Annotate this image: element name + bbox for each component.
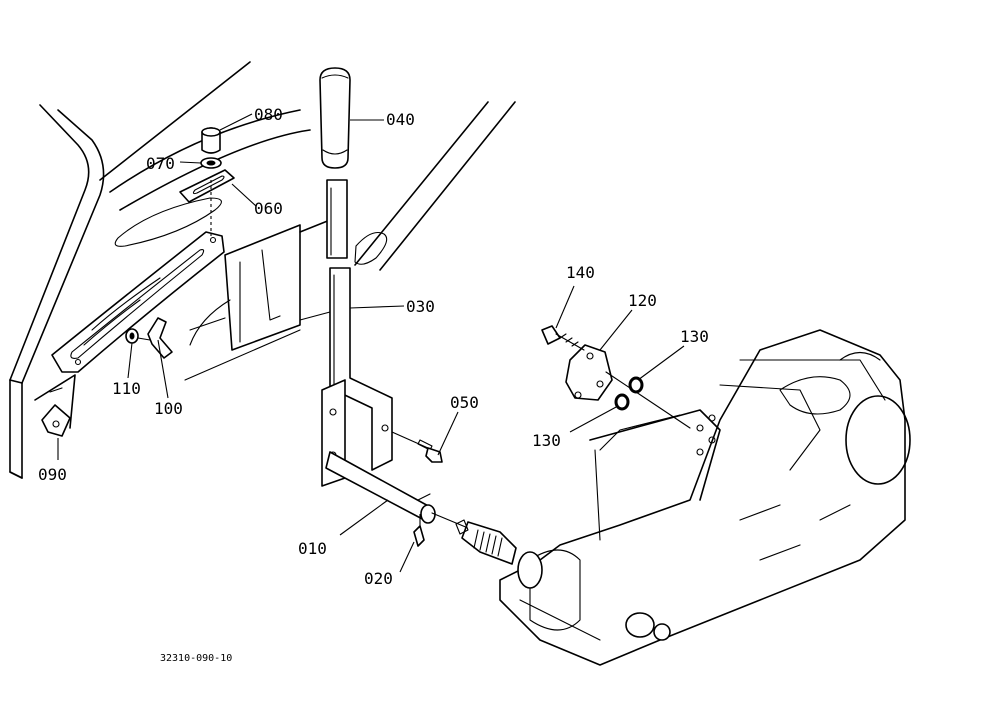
label-020: 020	[364, 569, 393, 588]
pin-020	[413, 514, 425, 547]
label-030: 030	[406, 297, 435, 316]
label-100: 100	[154, 399, 183, 418]
part-labels: 040 080 070 060 030 050 010 020 090 110 …	[38, 105, 709, 588]
bolt-140	[541, 325, 585, 351]
reference-number: 32310-090-10	[160, 653, 232, 664]
lever-guide-plate	[51, 231, 225, 373]
body-outline	[354, 101, 516, 271]
label-130-lower: 130	[532, 431, 561, 450]
cover-plate-120	[565, 344, 691, 429]
label-110: 110	[112, 379, 141, 398]
label-130-upper: 130	[680, 327, 709, 346]
label-090: 090	[38, 465, 67, 484]
input-shaft	[455, 519, 517, 565]
shaft-010	[325, 451, 469, 529]
washer-110	[125, 328, 139, 344]
column-housing	[184, 219, 331, 381]
label-050: 050	[450, 393, 479, 412]
label-070: 070	[146, 154, 175, 173]
washer-070	[200, 157, 222, 169]
lever-grip	[319, 67, 351, 169]
label-080: 080	[254, 105, 283, 124]
bolt-050	[391, 431, 443, 463]
label-060: 060	[254, 199, 283, 218]
bolt-080	[201, 127, 221, 154]
wing-nut-100	[137, 317, 173, 359]
transmission-housing	[499, 329, 911, 666]
label-120: 120	[628, 291, 657, 310]
leader-lines	[57, 113, 685, 573]
label-140: 140	[566, 263, 595, 282]
label-040: 040	[386, 110, 415, 129]
label-010: 010	[298, 539, 327, 558]
o-rings-130	[614, 376, 644, 411]
bracket-060	[179, 169, 235, 236]
clip-nut-090	[41, 404, 71, 437]
lever-arm	[321, 179, 393, 487]
